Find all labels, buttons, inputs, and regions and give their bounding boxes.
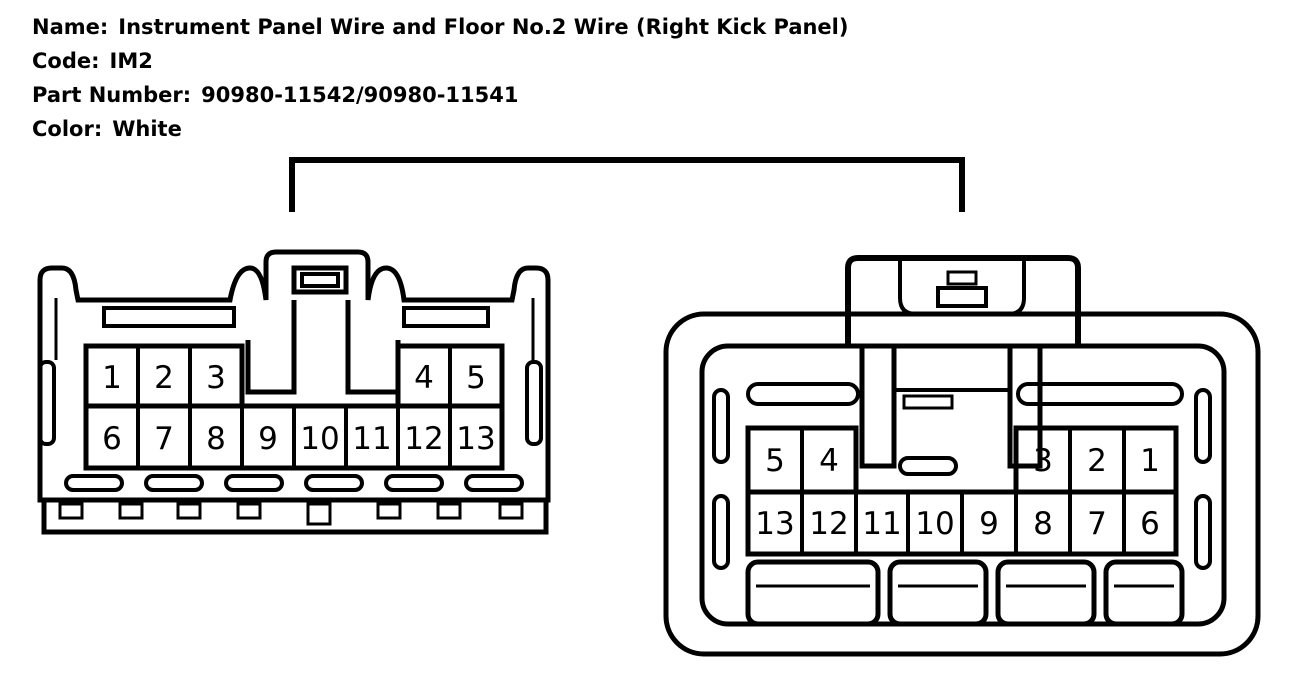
- left-lock: [245, 300, 401, 395]
- left-pin-13: 13: [456, 421, 495, 457]
- left-lock-tab: [291, 265, 349, 295]
- left-pin-6: 6: [102, 421, 122, 457]
- left-pin-11: 11: [352, 421, 391, 457]
- name-label: Name:: [32, 15, 109, 39]
- name-value: Instrument Panel Wire and Floor No.2 Wir…: [118, 15, 849, 39]
- left-pin-3: 3: [206, 360, 226, 396]
- color-value: White: [112, 117, 182, 141]
- right-lock-housing: [845, 255, 1081, 346]
- part-number-label: Part Number:: [32, 83, 192, 107]
- color-line: Color: White: [32, 112, 848, 146]
- left-connector-pins: 1 2 3 4 5 6 7 8 9 10 11 12 13: [102, 360, 496, 457]
- right-connector-pins: 5 4 3 2 1 13 12 11 10 9 8 7 6: [755, 443, 1160, 542]
- right-pin-4: 4: [819, 443, 839, 479]
- left-pin-9: 9: [258, 421, 278, 457]
- right-pin-5: 5: [765, 443, 785, 479]
- left-pin-7: 7: [154, 421, 174, 457]
- right-pin-3: 3: [1033, 443, 1053, 479]
- right-pin-8: 8: [1033, 506, 1053, 542]
- right-pin-13: 13: [755, 506, 794, 542]
- right-connector: [663, 255, 1261, 657]
- left-connector: [37, 249, 551, 535]
- right-pin-7: 7: [1087, 506, 1107, 542]
- left-pin-10: 10: [300, 421, 339, 457]
- right-pin-1: 1: [1140, 443, 1160, 479]
- left-pin-4: 4: [414, 360, 434, 396]
- left-pin-5: 5: [466, 360, 486, 396]
- code-value: IM2: [109, 49, 153, 73]
- mating-bracket: [289, 157, 965, 212]
- code-label: Code:: [32, 49, 100, 73]
- right-pin-12: 12: [809, 506, 848, 542]
- left-pin-2: 2: [154, 360, 174, 396]
- right-pin-6: 6: [1140, 506, 1160, 542]
- right-pin-2: 2: [1087, 443, 1107, 479]
- part-number-value: 90980-11542/90980-11541: [201, 83, 519, 107]
- right-connector-outline: [663, 311, 1261, 657]
- part-number-line: Part Number: 90980-11542/90980-11541: [32, 78, 848, 112]
- left-pin-1: 1: [102, 360, 122, 396]
- right-pin-10: 10: [915, 506, 954, 542]
- right-lock-tab: [936, 286, 988, 308]
- right-pin-11: 11: [862, 506, 901, 542]
- left-pin-8: 8: [206, 421, 226, 457]
- right-pin-9: 9: [979, 506, 999, 542]
- connector-info: Name: Instrument Panel Wire and Floor No.…: [32, 10, 848, 146]
- code-line: Code: IM2: [32, 44, 848, 78]
- name-line: Name: Instrument Panel Wire and Floor No.…: [32, 10, 848, 44]
- left-connector-outline: [37, 249, 551, 503]
- color-label: Color:: [32, 117, 103, 141]
- left-pin-12: 12: [404, 421, 443, 457]
